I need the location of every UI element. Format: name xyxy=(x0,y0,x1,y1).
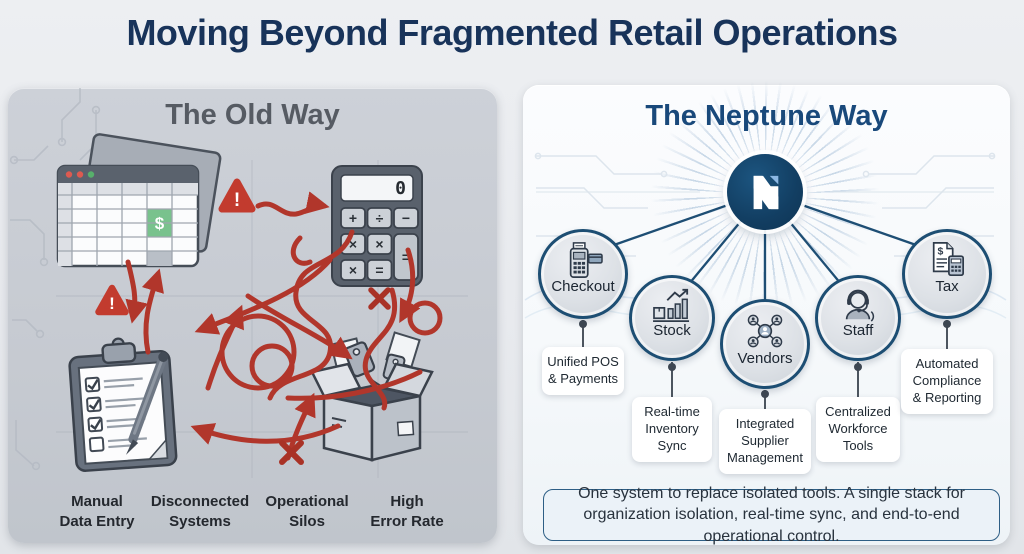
node-circle-checkout: Checkout xyxy=(538,229,628,319)
node-label-stock: Stock xyxy=(653,322,691,339)
problem-label-high-error-rate: High Error Rate xyxy=(370,493,444,530)
node-label-tax: Tax xyxy=(935,278,959,295)
page-title: Moving Beyond Fragmented Retail Operatio… xyxy=(126,12,898,53)
node-label-staff: Staff xyxy=(842,322,874,339)
node-circle-stock: Stock xyxy=(629,275,715,361)
supplier-network-icon xyxy=(747,314,783,348)
node-card-tax: Automated Compliance & Reporting xyxy=(901,349,993,414)
old-way-heading: The Old Way xyxy=(165,99,340,131)
neptune-way-heading: The Neptune Way xyxy=(645,100,888,132)
svg-text:$: $ xyxy=(937,246,943,257)
old-way-panel xyxy=(8,88,497,543)
neptune-hub xyxy=(727,154,803,230)
summary-text: One system to replace isolated tools. A … xyxy=(578,484,965,545)
problem-label-disconnected-systems: Disconnected Systems xyxy=(150,493,250,530)
node-card-checkout: Unified POS & Payments xyxy=(542,347,624,395)
node-label-vendors: Vendors xyxy=(737,350,793,367)
node-circle-vendors: Vendors xyxy=(720,299,810,389)
tax-document-icon: $ xyxy=(932,242,965,277)
headset-agent-icon xyxy=(845,289,875,322)
problem-label-operational-silos: Operational Silos xyxy=(265,493,349,530)
problem-label-manual-data-entry: Manual Data Entry xyxy=(59,493,135,530)
pos-terminal-icon xyxy=(569,242,603,278)
inventory-chart-icon xyxy=(653,288,690,322)
node-circle-staff: Staff xyxy=(815,275,901,361)
node-label-checkout: Checkout xyxy=(551,278,615,295)
summary-box: One system to replace isolated tools. A … xyxy=(543,485,1000,545)
node-circle-tax: $ Tax xyxy=(902,229,992,319)
node-card-vendors: Integrated Supplier Management xyxy=(719,409,811,474)
node-card-staff: Centralized Workforce Tools xyxy=(816,397,900,462)
node-card-stock: Real-time Inventory Sync xyxy=(632,397,712,462)
neptune-logo xyxy=(753,175,779,210)
